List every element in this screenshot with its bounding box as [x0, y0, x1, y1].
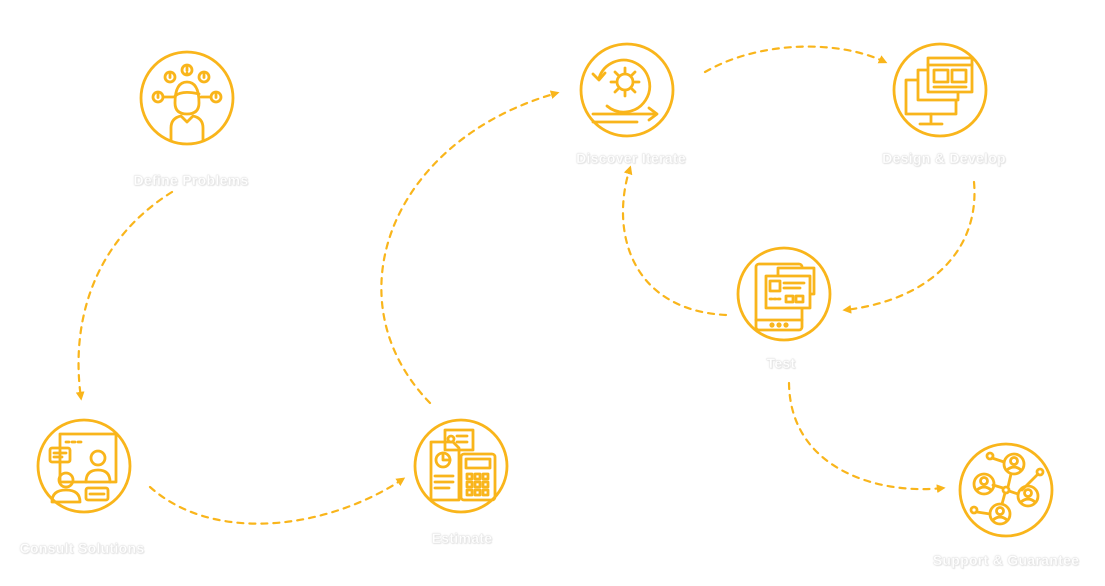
problem-person-icon	[139, 50, 235, 146]
step-label-define-problems: Define Problems	[133, 172, 249, 188]
step-label-test: Test	[766, 355, 796, 371]
tablet-test-icon	[736, 246, 832, 342]
step-label-estimate: Estimate	[431, 530, 493, 546]
network-people-icon	[958, 442, 1054, 538]
step-label-design-develop: Design & Develop	[882, 150, 1006, 166]
meeting-presentation-icon	[36, 418, 132, 514]
step-label-support-guarantee: Support & Guarantee	[932, 552, 1080, 568]
arrow-design-to-test	[842, 180, 976, 314]
gear-cycle-icon	[579, 42, 675, 138]
arrow-test-to-support	[787, 381, 946, 494]
arrow-estimate-to-discover	[380, 90, 560, 405]
step-label-discover-iterate: Discover Iterate	[576, 150, 686, 166]
arrow-define-to-consult	[75, 190, 174, 401]
arrow-consult-to-estimate	[148, 477, 406, 525]
calculator-document-icon	[413, 418, 509, 514]
step-label-consult-solutions: Consult Solutions	[19, 540, 145, 556]
arrow-test-to-discover	[621, 165, 728, 317]
arrow-discover-to-design	[703, 45, 888, 74]
monitor-windows-icon	[892, 42, 988, 138]
